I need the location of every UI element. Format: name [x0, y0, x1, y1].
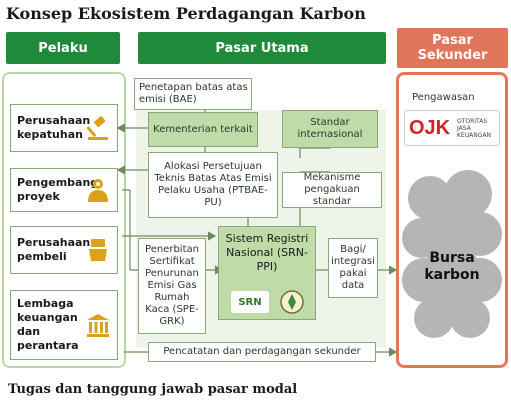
kementerian-terkait-box: Kementerian terkait	[148, 112, 258, 147]
penetapan-bae-box: Penetapan batas atas emisi (BAE)	[134, 78, 252, 110]
header-pelaku: Pelaku	[6, 32, 120, 64]
pencatatan-perdagangan-box: Pencatatan dan perdagangan sekunder	[148, 342, 376, 362]
actor-label: Perusahaan kepatuhan	[17, 114, 91, 141]
srn-ppi-label: Sistem Registri Nasional (SRN-PPI)	[225, 232, 309, 273]
actor-perusahaan-kepatuhan: Perusahaan kepatuhan	[10, 104, 118, 152]
srn-logo: SRN	[231, 291, 269, 313]
alokasi-ptbae-box: Alokasi Persetujuan Teknis Batas Atas Em…	[148, 152, 278, 218]
mekanisme-pengakuan-box: Mekanisme pengakuan standar	[282, 172, 382, 208]
actor-label: Perusahaan pembeli	[17, 236, 91, 263]
footer-heading: Tugas dan tanggung jawab pasar modal	[8, 382, 298, 397]
penerbitan-spe-grk-box: Penerbitan Sertifikat Penurunan Emisi Ga…	[138, 238, 206, 334]
standar-internasional-box: Standar internasional	[282, 110, 378, 148]
pelaku-panel	[2, 72, 126, 368]
actor-lembaga-keuangan: Lembaga keuangan dan perantara	[10, 290, 118, 360]
developer-icon	[88, 179, 108, 202]
srn-ppi-box: Sistem Registri Nasional (SRN-PPI) SRN	[218, 226, 316, 320]
header-pasar-utama: Pasar Utama	[138, 32, 386, 64]
pengawasan-label: Pengawasan	[412, 92, 475, 103]
actor-perusahaan-pembeli: Perusahaan pembeli	[10, 226, 118, 274]
actor-label: Lembaga keuangan dan perantara	[17, 297, 79, 352]
bursa-cloud-icon	[402, 170, 502, 338]
ojk-mark: OJK	[409, 117, 451, 139]
header-pasar-sekunder: Pasar Sekunder	[397, 28, 508, 68]
actor-pengembang-proyek: Pengembang proyek	[10, 168, 118, 212]
ojk-text: OTORITAS JASA KEUANGAN	[457, 118, 491, 139]
page-title: Konsep Ekosistem Perdagangan Karbon	[6, 4, 366, 23]
ministry-emblem-icon	[280, 290, 304, 314]
ojk-logo: OJK OTORITAS JASA KEUANGAN	[404, 110, 500, 146]
bank-icon	[87, 314, 109, 337]
bagi-integrasi-box: Bagi/ integrasi pakai data	[328, 238, 378, 298]
gavel-icon	[86, 116, 108, 140]
buyer-icon	[89, 239, 107, 261]
actor-label: Pengembang proyek	[17, 176, 99, 203]
